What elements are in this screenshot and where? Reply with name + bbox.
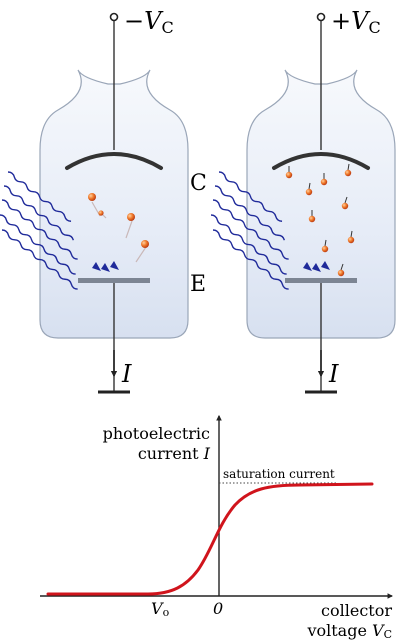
- origin-label: 0: [213, 599, 223, 618]
- stopping-voltage-label: Vo: [151, 599, 170, 619]
- left-photon-arrowheads: [92, 261, 119, 272]
- left-photon-rays: [0, 171, 78, 290]
- emitter-label: E: [190, 272, 206, 297]
- right-polarity-label: +VC: [331, 7, 381, 37]
- left-terminal: [109, 12, 119, 22]
- left-emitter-plate: [78, 278, 150, 283]
- right-photon-arrowheads: [303, 261, 330, 272]
- left-current-label: I: [121, 360, 132, 388]
- left-electrons: [88, 193, 149, 263]
- left-phototube: −VC C E I: [0, 7, 207, 394]
- left-collector-plate: [65, 152, 163, 170]
- right-terminal: [316, 12, 326, 22]
- x-axis-label-line2: voltage VC: [306, 621, 392, 641]
- photocurrent-curve: [46, 482, 374, 596]
- right-emitter-plate: [285, 278, 357, 283]
- saturation-label: saturation current: [223, 467, 335, 481]
- right-electrons: [285, 163, 355, 277]
- right-tube-glass: [246, 69, 396, 339]
- collector-label: C: [190, 171, 207, 196]
- right-current-label: I: [328, 360, 339, 388]
- x-axis-label-line1: collector: [321, 601, 392, 620]
- right-photon-rays: [210, 171, 289, 290]
- left-polarity-label: −VC: [124, 7, 174, 37]
- left-tube-glass: [39, 69, 189, 339]
- y-axis-label-line1: photoelectric: [103, 424, 210, 443]
- y-axis-label-line2: current I: [138, 444, 211, 463]
- right-collector-plate: [272, 152, 370, 170]
- right-phototube: +VC I: [210, 7, 396, 394]
- iv-graph: photoelectric current I saturation curre…: [40, 414, 394, 641]
